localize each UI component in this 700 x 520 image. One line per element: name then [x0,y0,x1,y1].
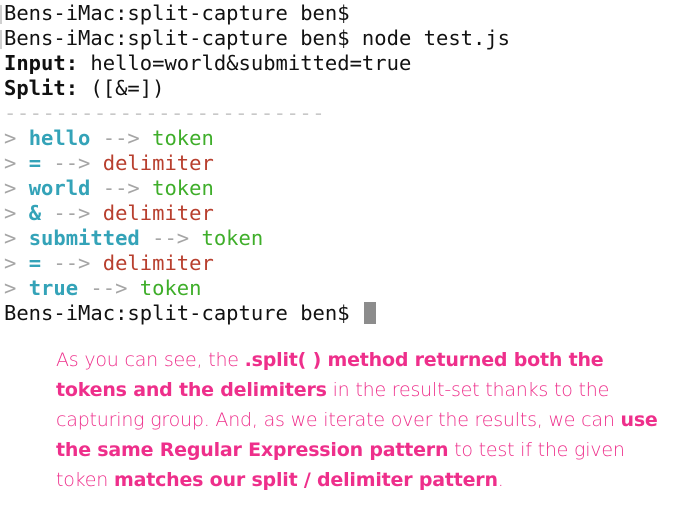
result-marker: > [4,251,17,275]
output-divider: ------------------------- [4,101,326,125]
result-row: > submitted --> token [0,226,700,251]
terminal-line: Input: hello=world&submitted=true [0,51,700,76]
result-marker: > [4,276,17,300]
split-value: ([&=]) [90,76,165,100]
shell-prompt: Bens-iMac:split-capture ben$ [4,1,350,25]
result-value: = [28,151,42,175]
result-marker: > [4,126,17,150]
result-row: > world --> token [0,176,700,201]
result-arrow: --> [53,151,91,175]
results-list: > hello --> token > = --> delimiter > wo… [0,126,700,301]
note-text: in the result-set thanks to the capturin… [56,379,621,431]
result-row: > = --> delimiter [0,151,700,176]
shell-prompt: Bens-iMac:split-capture ben$ [4,26,350,50]
result-row: > = --> delimiter [0,251,700,276]
note-emphasis: .split( ) method returned both the token… [56,349,604,401]
terminal-line: Split: ([&=]) [0,76,700,101]
result-row: > hello --> token [0,126,700,151]
result-kind: token [152,126,214,150]
result-marker: > [4,176,17,200]
split-label: Split: [4,76,79,100]
result-kind: delimiter [102,201,214,225]
line-marker [0,30,2,49]
terminal-line: Bens-iMac:split-capture ben$ node test.j… [0,26,700,51]
result-kind: delimiter [102,251,214,275]
command-text: node test.js [361,26,511,50]
result-kind: token [152,176,214,200]
result-marker: > [4,226,17,250]
result-kind: token [201,226,264,250]
result-value: & [28,201,42,225]
note-emphasis: matches our split / delimiter pattern [113,469,498,491]
note-text: As you can see, the [56,349,245,371]
result-value: world [28,176,91,200]
input-value: hello=world&submitted=true [90,51,412,75]
result-arrow: --> [53,251,91,275]
result-marker: > [4,201,17,225]
result-arrow: --> [152,226,190,250]
terminal-window: Bens-iMac:split-capture ben$ Bens-iMac:s… [0,1,700,326]
note-text: . [497,469,504,491]
result-value: submitted [28,226,140,250]
input-label: Input: [4,51,79,75]
result-row: > true --> token [0,276,700,301]
text-cursor[interactable] [363,302,376,324]
result-value: hello [28,126,91,150]
result-arrow: --> [90,276,128,300]
result-kind: delimiter [102,151,214,175]
terminal-line: ------------------------- [0,101,700,126]
terminal-line: Bens-iMac:split-capture ben$ [0,1,700,26]
terminal-line: Bens-iMac:split-capture ben$ [0,301,700,326]
result-marker: > [4,151,17,175]
result-value: = [28,251,42,275]
note-text: to test if the given token [56,439,625,491]
line-marker [0,5,2,24]
result-arrow: --> [102,176,140,200]
annotation-note: As you can see, the .split( ) method ret… [56,345,666,495]
note-emphasis: use the same Regular Expression pattern [56,409,658,461]
result-row: > & --> delimiter [0,201,700,226]
result-value: true [28,276,79,300]
result-arrow: --> [53,201,91,225]
result-kind: token [139,276,202,300]
shell-prompt: Bens-iMac:split-capture ben$ [4,301,350,325]
result-arrow: --> [102,126,140,150]
